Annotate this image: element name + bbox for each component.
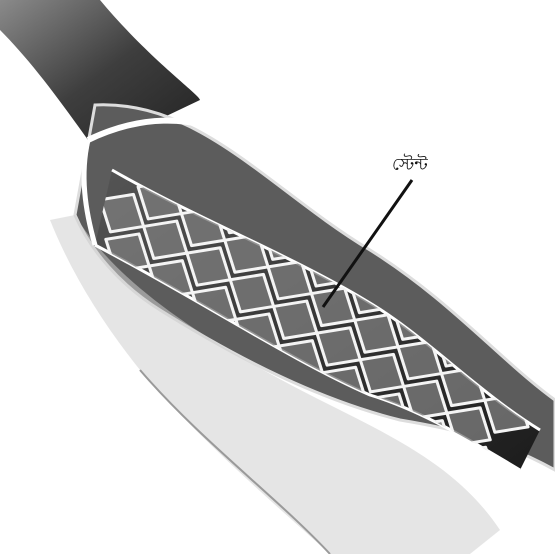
stent-label: স্টেন্ট [392, 152, 428, 180]
